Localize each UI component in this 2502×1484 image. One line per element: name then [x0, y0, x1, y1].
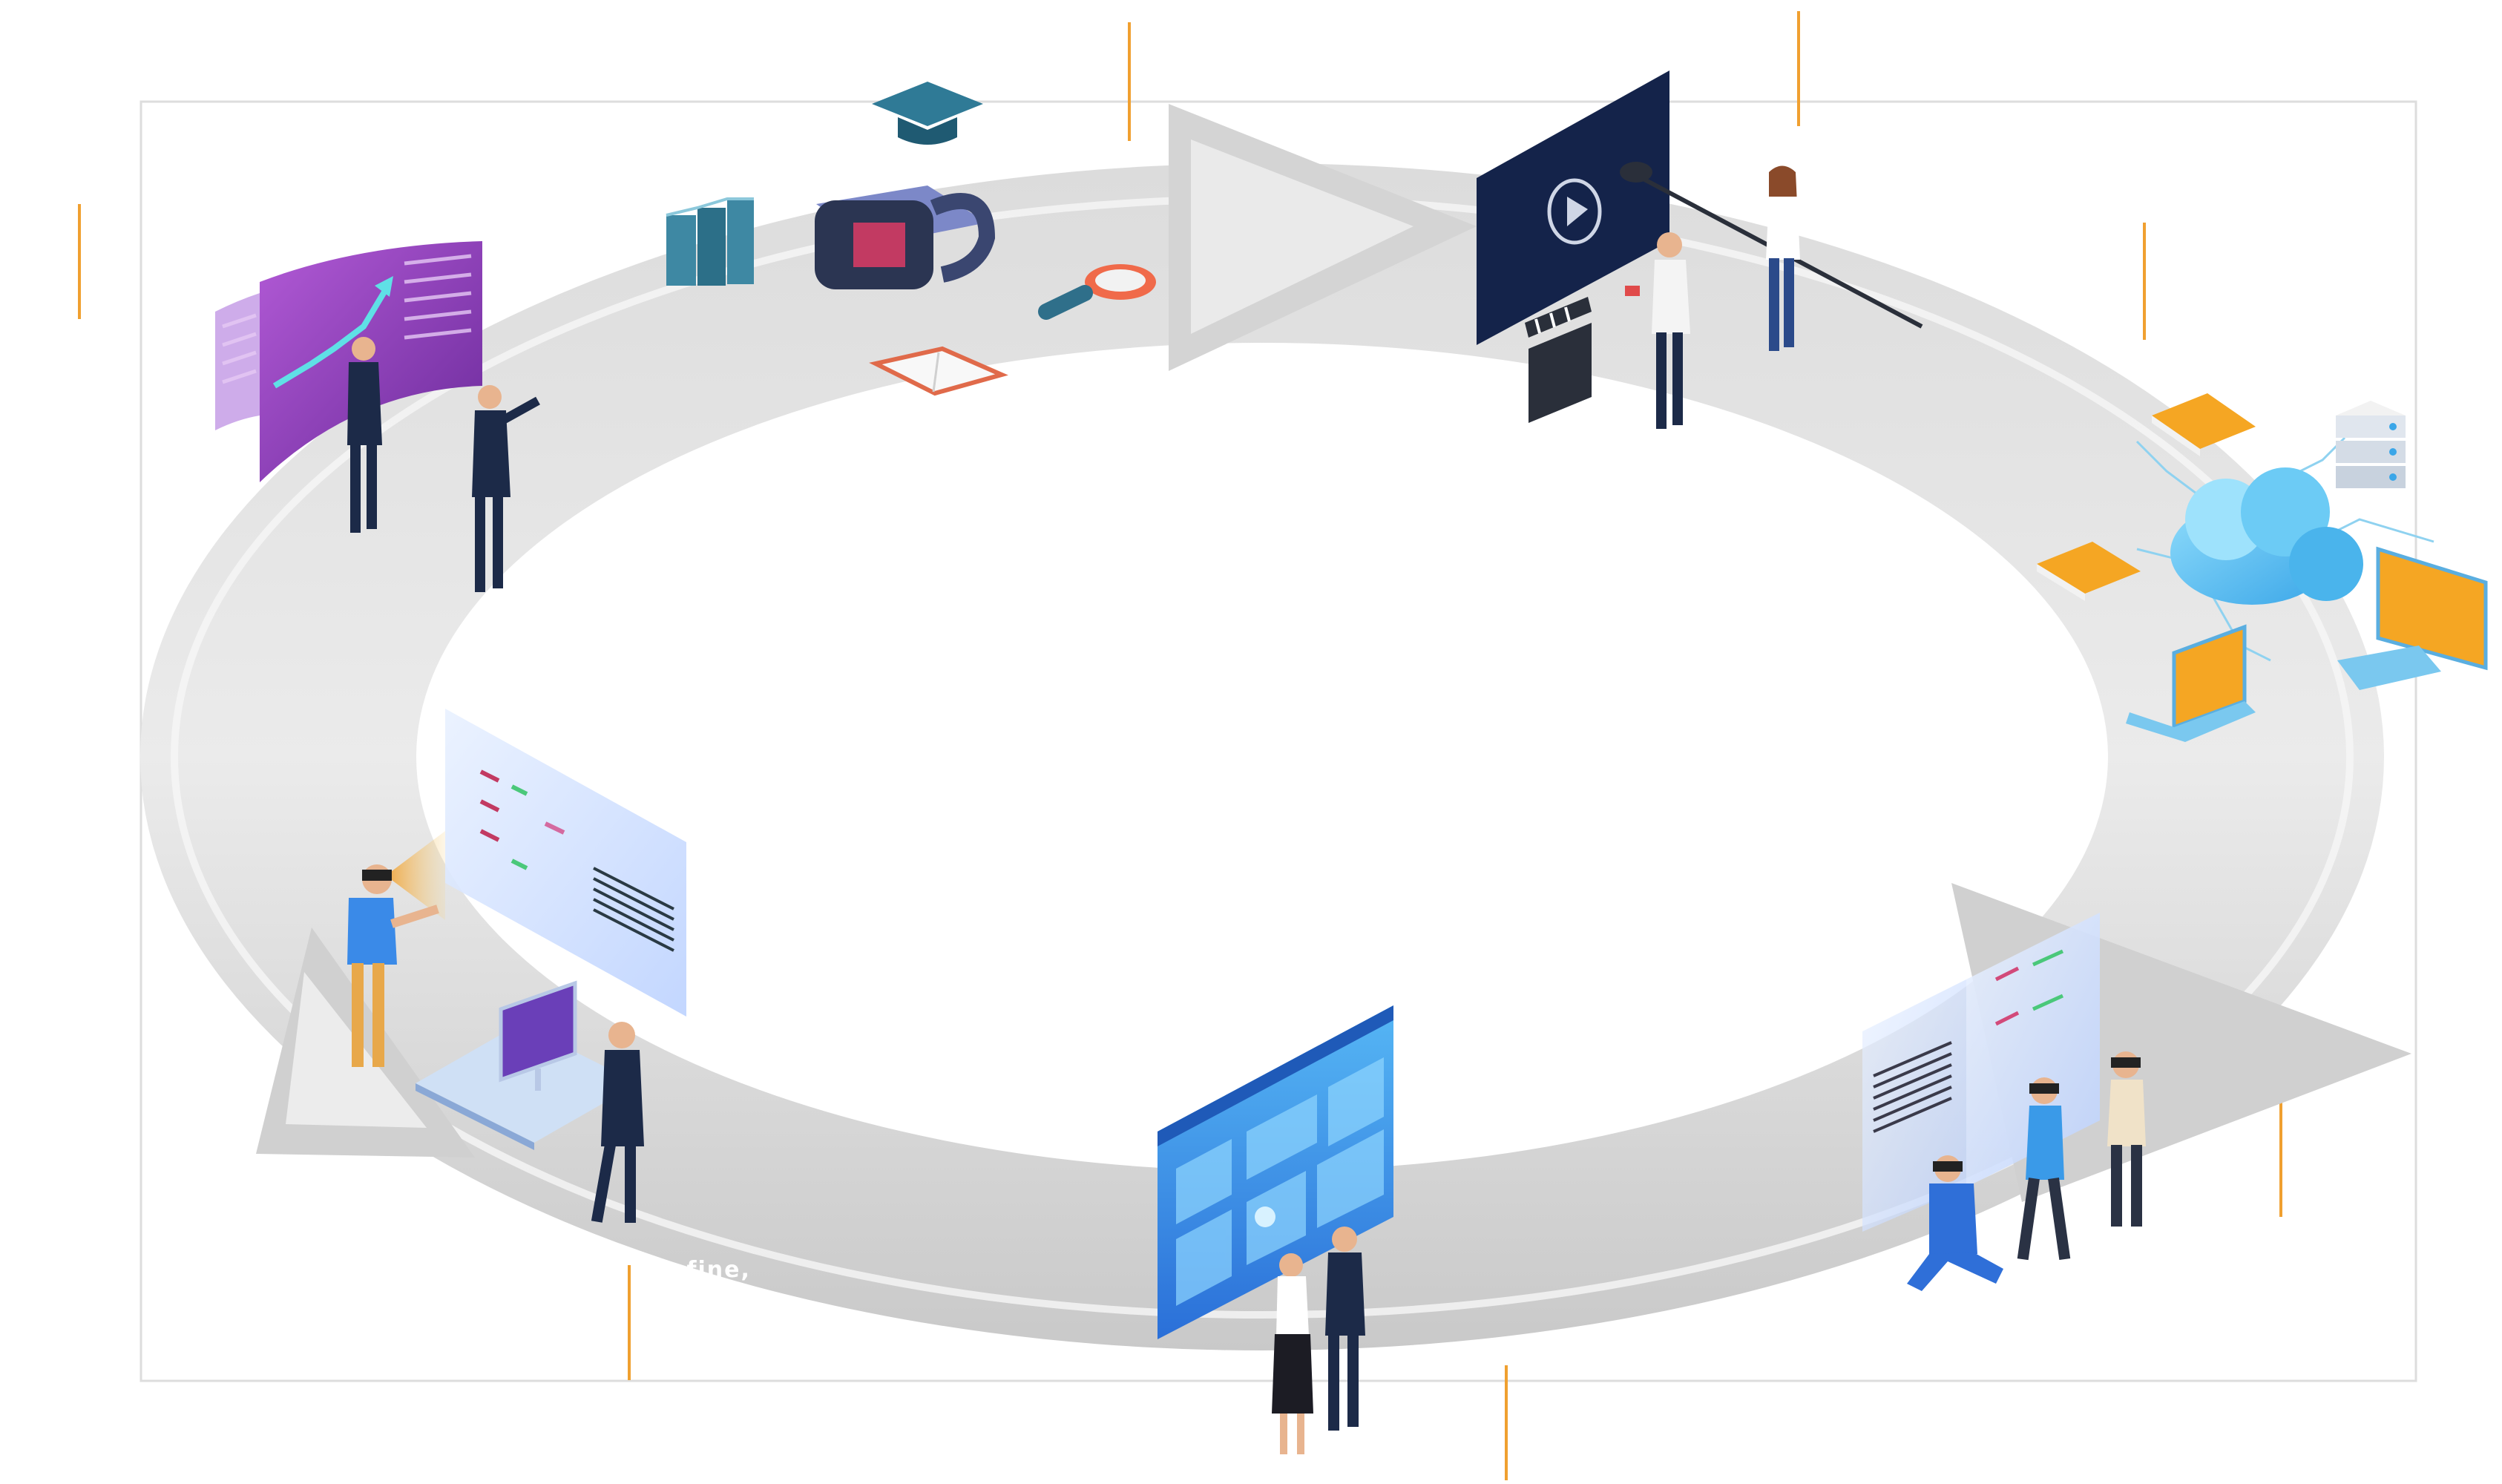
- production-scene: [1477, 70, 1923, 429]
- person-vr-kneeling: [1907, 1155, 2003, 1291]
- person-director: [1625, 232, 1690, 429]
- person-analyst-man: [1325, 1227, 1365, 1431]
- computer-monitor-icon: [499, 980, 577, 1083]
- books-icon: [666, 197, 754, 286]
- cycle-ring: [140, 104, 2411, 1350]
- open-book-icon: [869, 346, 1008, 396]
- analytics-scene: [1158, 1005, 1393, 1454]
- graduation-cap-icon: [872, 82, 983, 145]
- projection-cone: [386, 831, 445, 920]
- person-businessman-2: [472, 385, 540, 592]
- deployment-scene: [2037, 393, 2488, 742]
- step-caption-refine: Refine, peat,: [651, 1257, 751, 1313]
- holo-screen-right: [1966, 913, 2100, 1187]
- clapperboard-icon: [1525, 297, 1592, 423]
- vr-training-scene: [1862, 913, 2146, 1291]
- holo-screen-left: [445, 709, 686, 1017]
- growth-chart-icon: [272, 287, 389, 389]
- person-vr-designer: [347, 864, 439, 1067]
- person-sound-operator: [1766, 165, 1800, 351]
- tablet-icon: [2152, 393, 2256, 456]
- server-icon: [2336, 401, 2406, 488]
- magnifier-icon: [1038, 264, 1156, 320]
- learning-scene: [666, 82, 1156, 396]
- step-marker-lines: [78, 11, 2282, 1480]
- person-analyst-woman: [1272, 1253, 1313, 1454]
- laptop-icon: [2126, 624, 2256, 742]
- refine-scene: [347, 709, 686, 1223]
- person-reviewer: [591, 1022, 644, 1223]
- tablet-icon-2: [2037, 542, 2141, 601]
- person-vr-standing-1: [2017, 1077, 2071, 1261]
- cloud-icon: [2170, 467, 2363, 605]
- vr-headset-icon: [815, 186, 996, 289]
- growth-chart-panel: [260, 241, 482, 482]
- strategy-scene: [215, 241, 540, 592]
- person-businessman-1: [347, 337, 382, 533]
- person-vr-standing-2: [2107, 1051, 2146, 1227]
- monitor-icon: [2337, 546, 2488, 690]
- workstation-desk: [416, 980, 638, 1150]
